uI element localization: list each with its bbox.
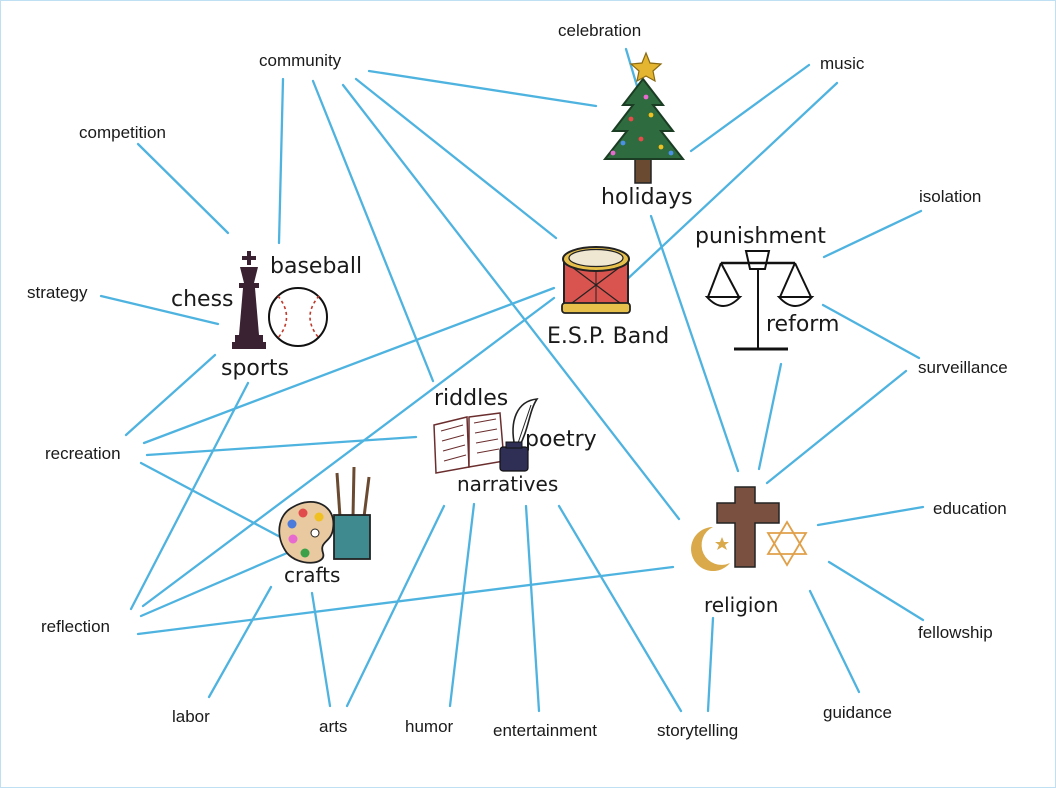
connector: [821, 303, 921, 360]
connector: [689, 63, 811, 153]
connector: [827, 560, 925, 622]
connector: [448, 502, 476, 708]
connector: [765, 369, 908, 485]
hub-label-punishment: punishment: [695, 224, 826, 249]
connector: [367, 69, 598, 108]
term-label-guidance: guidance: [823, 703, 892, 722]
baseball-icon: [268, 287, 328, 347]
hub-label-holidays: holidays: [601, 185, 693, 210]
chess-king-icon: [232, 251, 266, 349]
crescent-star-icon: [691, 527, 730, 571]
brush-jar-icon: [333, 466, 371, 560]
connector: [557, 504, 683, 713]
connector: [136, 142, 230, 235]
term-label-competition: competition: [79, 123, 166, 142]
connector: [757, 362, 783, 471]
connector: [619, 81, 839, 287]
connector: [99, 294, 220, 326]
connector: [822, 209, 923, 259]
quill-inkwell-icon: [499, 398, 539, 472]
connector: [145, 435, 418, 457]
connector: [207, 585, 273, 699]
term-label-isolation: isolation: [919, 187, 981, 206]
connector: [129, 381, 250, 611]
connector: [706, 616, 715, 713]
term-label-strategy: strategy: [27, 283, 88, 302]
connector: [808, 589, 861, 694]
hub-label-crafts: crafts: [284, 563, 340, 587]
term-label-celebration: celebration: [558, 21, 641, 40]
hub-label-riddles: riddles: [434, 386, 508, 411]
hub-label-poetry: poetry: [525, 427, 597, 452]
hub-label-baseball: baseball: [270, 254, 362, 279]
term-label-storytelling: storytelling: [657, 721, 738, 740]
connector: [816, 505, 925, 527]
term-label-music: music: [820, 54, 865, 73]
connector: [139, 461, 286, 541]
hub-label-band: E.S.P. Band: [547, 324, 669, 349]
term-label-arts: arts: [319, 717, 347, 736]
connector: [136, 565, 675, 636]
connector: [624, 47, 639, 88]
hub-label-chess: chess: [171, 287, 234, 312]
hub-label-sports: sports: [221, 356, 289, 381]
term-label-fellowship: fellowship: [918, 623, 993, 642]
hub-label-religion: religion: [704, 593, 778, 617]
hub-label-reform: reform: [766, 312, 839, 337]
connector: [524, 504, 541, 713]
connector: [139, 548, 296, 618]
term-label-education: education: [933, 499, 1007, 518]
term-label-community: community: [259, 51, 342, 70]
hub-label-narratives: narratives: [457, 472, 558, 496]
term-label-humor: humor: [405, 717, 454, 736]
christmas-tree-icon: [602, 51, 686, 184]
connector: [649, 214, 740, 473]
scales-of-justice-icon: [704, 250, 815, 351]
connector: [311, 79, 435, 383]
term-label-reflection: reflection: [41, 617, 110, 636]
drum-icon: [561, 246, 631, 314]
term-label-entertainment: entertainment: [493, 721, 597, 740]
connector: [341, 83, 681, 521]
term-label-labor: labor: [172, 707, 210, 726]
connector: [124, 353, 217, 437]
connector: [141, 296, 556, 608]
connector: [277, 77, 285, 245]
cross-icon: [716, 486, 780, 568]
connector: [345, 504, 446, 708]
term-label-recreation: recreation: [45, 444, 121, 463]
star-of-david-icon: [766, 520, 808, 567]
connector: [142, 286, 556, 445]
open-book-icon: [433, 412, 505, 474]
paint-palette-icon: [278, 501, 335, 564]
connector: [310, 591, 332, 708]
connector: [354, 77, 558, 240]
term-label-surveillance: surveillance: [918, 358, 1008, 377]
connector-lines: [99, 47, 925, 713]
